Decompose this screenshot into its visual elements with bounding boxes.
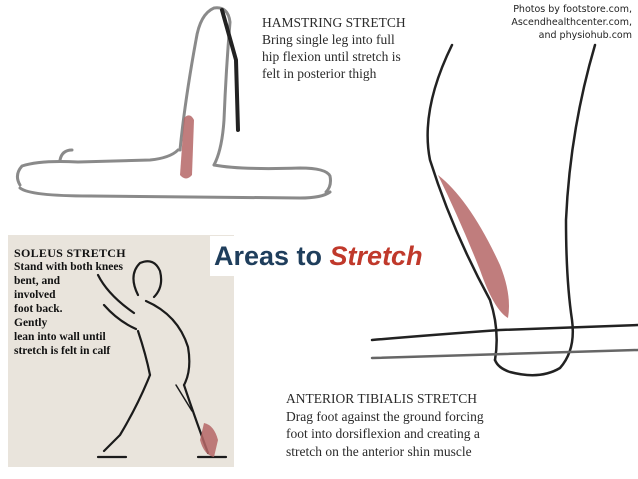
soleus-line: bent, and (14, 275, 61, 287)
hamstring-stretch-figure (15, 6, 332, 200)
soleus-stretch-panel (8, 235, 234, 467)
anterior-tibialis-text: ANTERIOR TIBIALIS STRETCH Drag foot agai… (286, 390, 546, 460)
anterior-tibialis-figure (370, 43, 638, 377)
hamstring-stretch-text: HAMSTRING STRETCH Bring single leg into … (262, 14, 462, 82)
soleus-stretch-figure (96, 260, 228, 459)
anterior-tibialis-title: ANTERIOR TIBIALIS STRETCH (286, 391, 477, 406)
slide-title-prefix: Areas to (214, 241, 330, 271)
anterior-tibialis-highlight (438, 175, 509, 318)
soleus-line: Stand with both knees (14, 261, 123, 273)
hamstring-line: Bring single leg into full (262, 32, 395, 47)
anterior-line: Drag foot against the ground forcing (286, 408, 484, 424)
slide-title: Areas to Stretch (210, 236, 427, 276)
soleus-line: stretch is felt in calf (14, 345, 111, 357)
soleus-stretch-title: SOLEUS STRETCH (14, 246, 126, 260)
soleus-line: lean into wall until (14, 331, 106, 343)
soleus-line: involved (14, 289, 56, 301)
anterior-line: foot into dorsiflexion and creating a (286, 426, 480, 441)
soleus-stretch-text: SOLEUS STRETCH Stand with both knees ben… (14, 246, 134, 358)
hamstring-stretch-title: HAMSTRING STRETCH (262, 15, 406, 30)
slide-title-accent: Stretch (329, 241, 423, 271)
photo-credits: Photos by footstore.com, Ascendhealthcen… (492, 3, 632, 42)
soleus-line: Gently (14, 317, 48, 329)
hamstring-highlight (180, 115, 194, 179)
credit-line: Photos by footstore.com, (513, 4, 632, 15)
hamstring-line: felt in posterior thigh (262, 66, 377, 81)
credit-line: and physiohub.com (538, 30, 632, 41)
hamstring-line: hip flexion until stretch is (262, 49, 401, 64)
anterior-line: stretch on the anterior shin muscle (286, 443, 472, 459)
credit-line: Ascendhealthcenter.com, (511, 17, 632, 28)
soleus-line: foot back. (14, 303, 63, 315)
